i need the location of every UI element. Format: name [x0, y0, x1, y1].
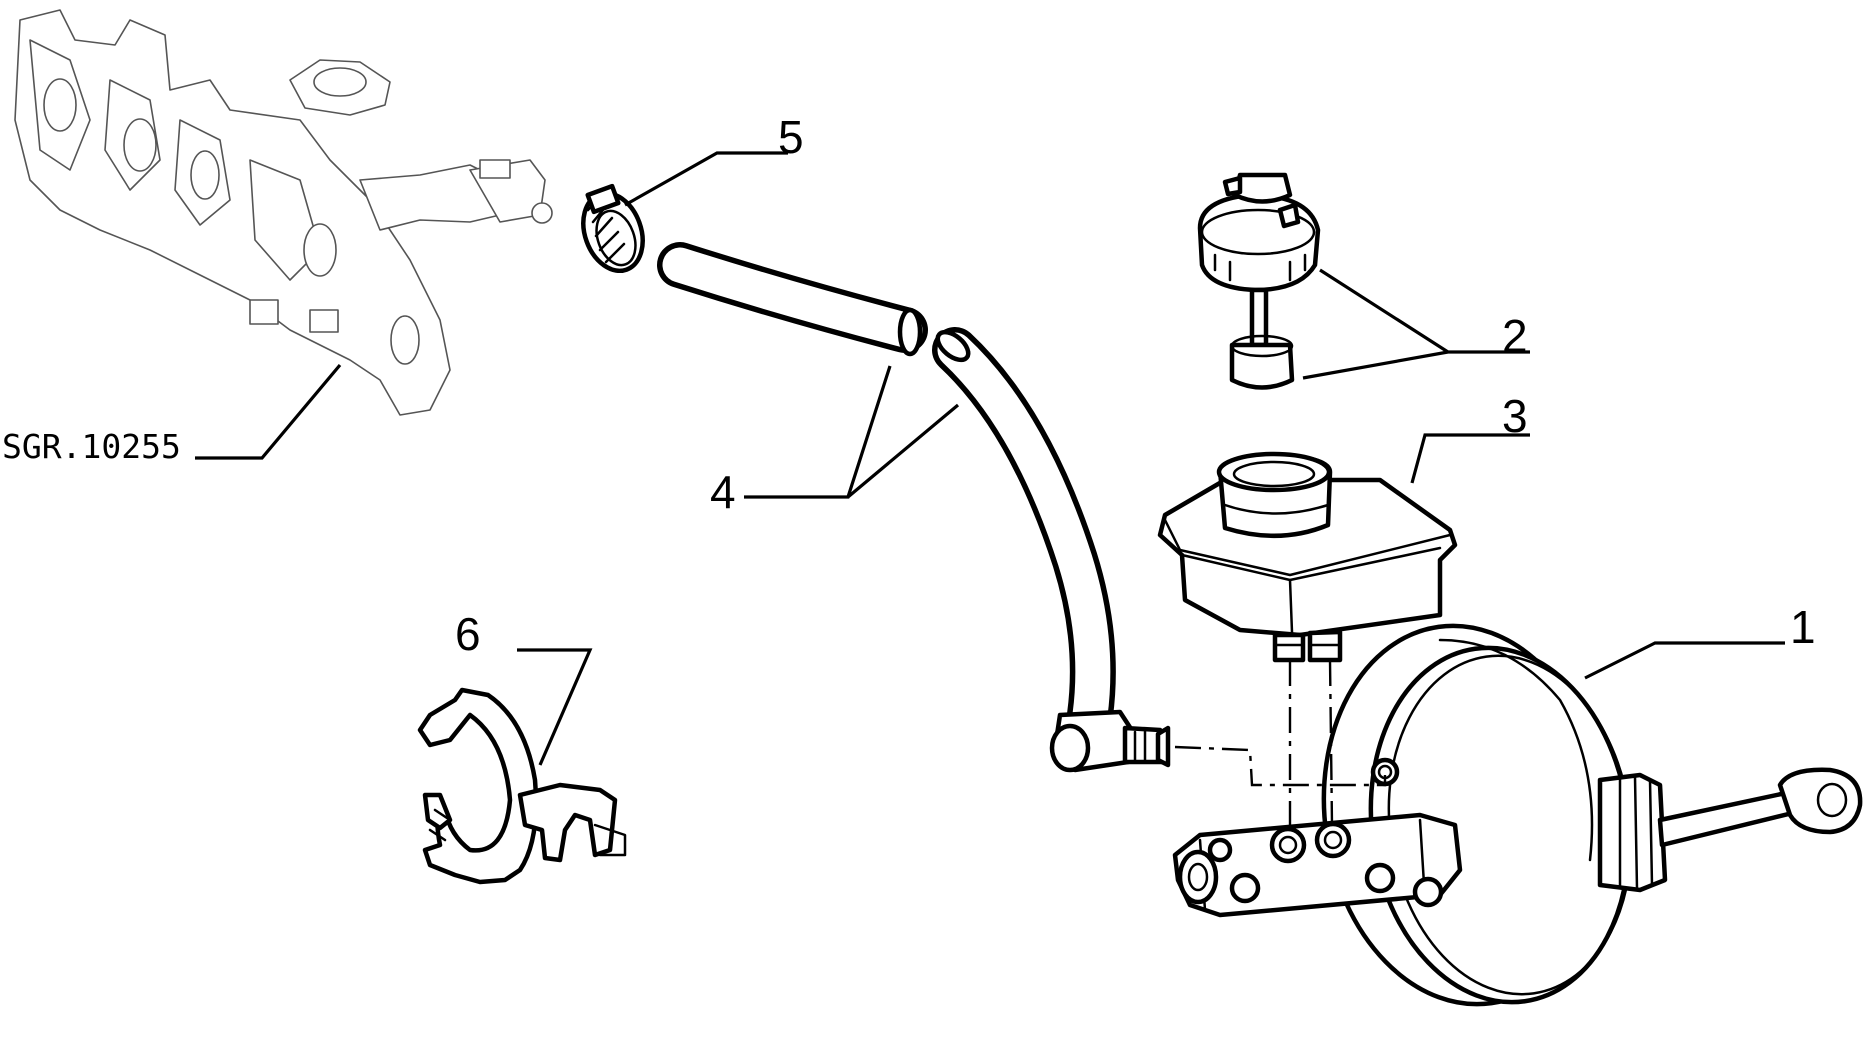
- intake-manifold-ghost: [14, 9, 553, 416]
- vacuum-hose-lower-part-4: [932, 327, 1171, 773]
- brake-fluid-reservoir-part-3: [1157, 451, 1458, 663]
- leader-line-6: [517, 648, 593, 766]
- hose-bracket-part-6: [417, 687, 627, 885]
- callout-1: 1: [1790, 601, 1816, 653]
- leader-line-1: [1584, 641, 1785, 680]
- callout-2: 2: [1502, 310, 1528, 362]
- leader-line-2: [1302, 268, 1530, 380]
- reservoir-cap-part-2: [1197, 172, 1321, 390]
- reference-code: SGR.10255: [2, 427, 181, 466]
- callout-3: 3: [1502, 390, 1528, 442]
- leader-line-3: [1410, 433, 1530, 484]
- callout-5: 5: [778, 111, 804, 163]
- brake-servo-part-1: [1172, 623, 1863, 1007]
- hose-clamp-part-5: [581, 183, 645, 274]
- assembly-lines: [1174, 659, 1387, 830]
- callout-4: 4: [710, 466, 736, 518]
- leader-line-5: [624, 151, 788, 207]
- leader-line-4: [744, 365, 960, 499]
- leader-lines: [195, 151, 1785, 766]
- vacuum-hose-upper-part-4: [657, 242, 928, 357]
- leader-line-ref: [195, 363, 342, 460]
- callout-6: 6: [455, 608, 481, 660]
